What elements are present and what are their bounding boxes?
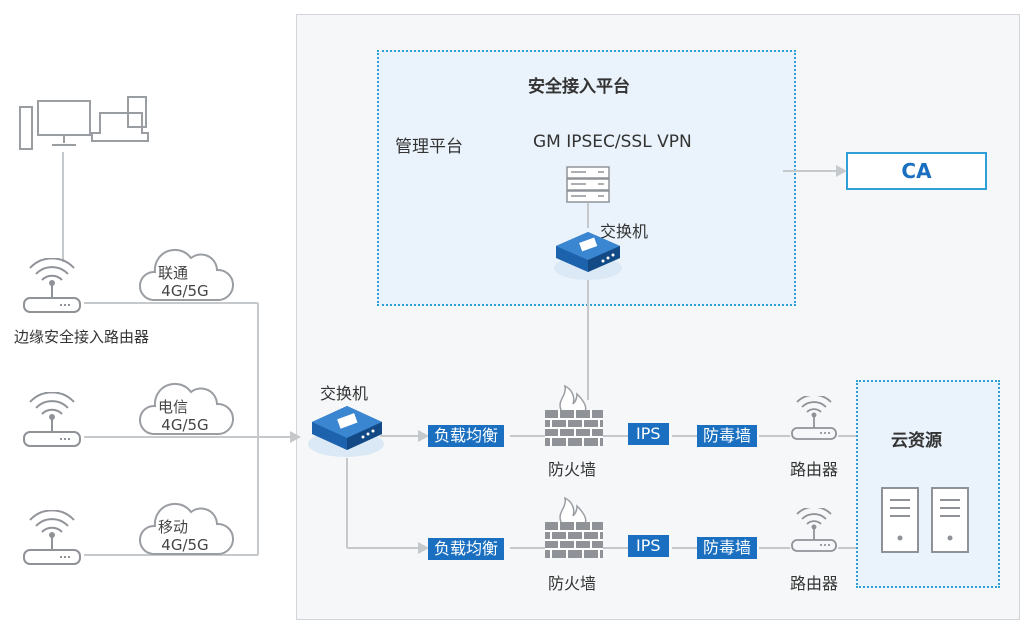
terminal-devices-icon	[19, 96, 149, 150]
ips-tag: IPS	[628, 535, 669, 557]
carrier-telecom: 电信 4G/5G	[157, 398, 209, 434]
core-switch-label: 交换机	[320, 384, 369, 403]
ca-label: CA	[901, 159, 932, 183]
router-label: 路由器	[790, 574, 839, 593]
router-icon	[791, 508, 837, 552]
edge-router-icon	[23, 392, 81, 447]
server-tower-icon	[881, 487, 969, 553]
switch-icon	[554, 232, 622, 280]
carrier-unicom: 联通 4G/5G	[157, 264, 209, 300]
vpn-label: GM IPSEC/SSL VPN	[533, 132, 692, 152]
antivirus-wall-tag: 防毒墙	[697, 537, 758, 559]
ca-box: CA	[846, 152, 987, 190]
load-balancer-tag: 负载均衡	[428, 538, 505, 560]
cloud-resource-box	[856, 380, 1000, 588]
load-balancer-tag: 负载均衡	[428, 425, 505, 447]
platform-switch-label: 交换机	[600, 222, 649, 241]
carrier-mobile: 移动 4G/5G	[157, 518, 209, 554]
router-label: 路由器	[790, 460, 839, 479]
firewall-label: 防火墙	[548, 460, 597, 479]
platform-title: 安全接入平台	[528, 77, 630, 97]
management-platform-label: 管理平台	[395, 137, 463, 157]
firewall-label: 防火墙	[548, 574, 597, 593]
cloud-icon	[138, 382, 235, 435]
cloud-resource-label: 云资源	[891, 431, 942, 451]
firewall-icon	[545, 496, 603, 558]
cloud-icon	[138, 502, 235, 555]
edge-router-icon	[23, 510, 81, 565]
server-icon	[566, 166, 610, 203]
firewall-icon	[545, 384, 603, 446]
router-icon	[791, 396, 837, 440]
cloud-icon	[138, 248, 235, 301]
antivirus-wall-tag: 防毒墙	[697, 425, 758, 447]
edge-router-label: 边缘安全接入路由器	[14, 328, 150, 346]
edge-router-icon	[23, 258, 81, 313]
switch-icon	[308, 406, 384, 457]
ips-tag: IPS	[628, 423, 669, 445]
